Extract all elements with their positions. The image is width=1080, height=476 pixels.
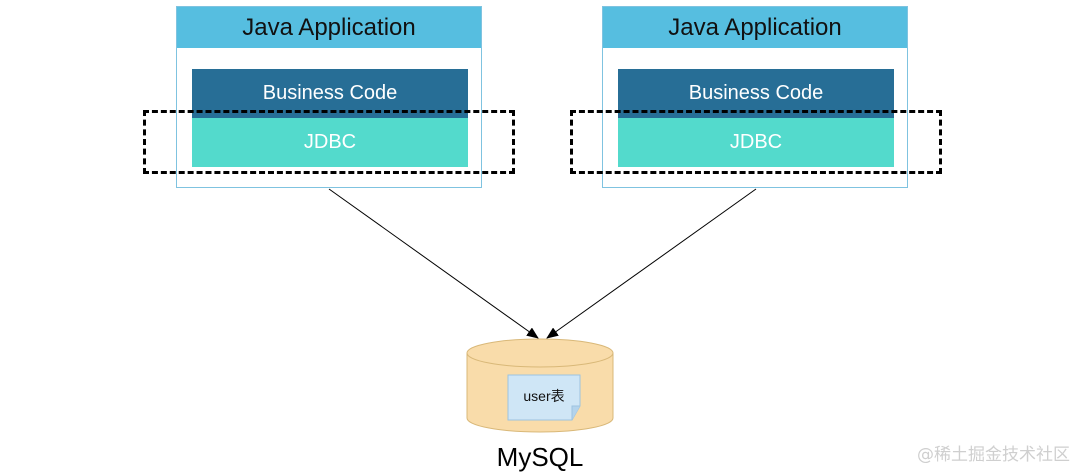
jdbc-layer-1: JDBC: [192, 118, 468, 167]
user-table-document-icon: [507, 374, 581, 421]
jdbc-highlight-frame-2: [570, 110, 942, 174]
java-application-box-2: Java Application Business Code JDBC: [602, 6, 908, 188]
java-application-box-1: Java Application Business Code JDBC: [176, 6, 482, 188]
business-code-layer-2: Business Code: [618, 69, 894, 118]
java-application-title-2: Java Application: [603, 7, 907, 48]
business-code-layer-1: Business Code: [192, 69, 468, 118]
user-table-label: user表: [523, 388, 565, 404]
watermark: @稀土掘金技术社区: [917, 445, 1070, 465]
jdbc-highlight-frame-1: [143, 110, 515, 174]
java-application-title-1: Java Application: [177, 7, 481, 48]
mysql-label: MySQL: [496, 442, 584, 472]
connection-arrow-1: [328, 188, 539, 339]
jdbc-layer-2: JDBC: [618, 118, 894, 167]
connection-arrow-2: [546, 188, 757, 339]
